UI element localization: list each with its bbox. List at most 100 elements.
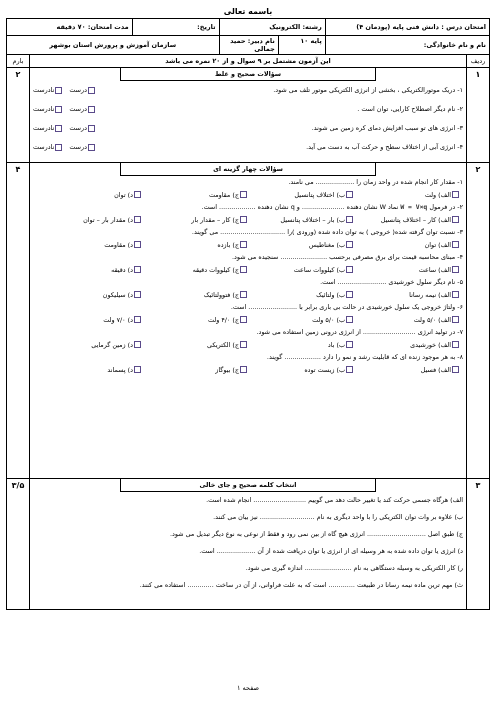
mc-question: ۳- نسبت توان گرفته شده( خروجی ) به توان … — [191, 228, 463, 236]
section-true-false: ۱ سؤالات صحیح و غلط ۱- دریک موتورالکتریک… — [6, 68, 490, 163]
mc-options: الف) ولت ب) اختلاف پتانسیل ج) مقاومت د) … — [30, 189, 466, 202]
page-number: صفحه ۱ — [236, 684, 260, 692]
section-score: ۴ — [7, 163, 30, 478]
section-score: ۲ — [7, 68, 30, 162]
fill-blank-item: الف) هرگاه جسمی حرکت کند یا تغییر حالت د… — [206, 496, 463, 504]
mc-question: ۶- ولتاژ خروجی یک سلول خورشیدی در حالت ب… — [230, 303, 463, 311]
checkbox-false[interactable] — [55, 124, 63, 132]
mc-options: الف) نیمه رسانا ب) ولتائیک ج) فتوولتائیک… — [30, 289, 466, 302]
student-name-label: نام و نام خانوادگی: — [324, 35, 491, 55]
option-checkbox[interactable] — [240, 266, 247, 273]
question-text: ۲- نام دیگر اصطلاح کارایی، توان است . — [357, 105, 463, 113]
question-text: ۳- انرژی های تو سبب افزایش دمای کره زمین… — [311, 124, 463, 132]
checkbox-true[interactable] — [87, 143, 95, 151]
exam-header: امتحان درس : دانش فنی پایه (پودمان ۴) رش… — [6, 18, 491, 55]
mc-question: ۸- به هر موجود زنده ای که قابلیت رشد و ن… — [266, 353, 463, 361]
date-label: تاریخ: — [131, 18, 220, 36]
option-checkbox[interactable] — [346, 366, 353, 373]
section-title: سؤالات صحیح و غلط — [120, 68, 376, 81]
duration-label: مدت امتحان: ۷۰ دقیقه — [6, 18, 133, 36]
mc-options: الف) فسیل ب) زیست توده ج) بیوگاز د) پسما… — [30, 364, 466, 377]
tf-choices: درست نادرست — [33, 119, 96, 138]
option-checkbox[interactable] — [452, 216, 459, 223]
row-column-label: ردیف — [466, 55, 489, 67]
option-checkbox[interactable] — [346, 341, 353, 348]
option-checkbox[interactable] — [452, 291, 459, 298]
option-checkbox[interactable] — [240, 216, 247, 223]
option-checkbox[interactable] — [240, 241, 247, 248]
option-checkbox[interactable] — [452, 191, 459, 198]
option-checkbox[interactable] — [134, 291, 141, 298]
mc-options: الف) ۵/۰ ولت ب) ۵/۰ ولت ج) ۴/۰ ولت د) ۷/… — [30, 314, 466, 327]
option-checkbox[interactable] — [240, 316, 247, 323]
checkbox-false[interactable] — [55, 143, 63, 151]
checkbox-true[interactable] — [87, 86, 95, 94]
checkbox-true[interactable] — [87, 124, 95, 132]
section-number: ۲ — [466, 163, 489, 478]
tf-choices: درست نادرست — [33, 81, 96, 100]
option-checkbox[interactable] — [134, 366, 141, 373]
checkbox-true[interactable] — [87, 105, 95, 113]
option-checkbox[interactable] — [452, 366, 459, 373]
option-checkbox[interactable] — [134, 341, 141, 348]
mc-question: ۱- مقدار کار انجام شده در واحد زمان را .… — [288, 178, 463, 186]
tf-question: ۳- انرژی های تو سبب افزایش دمای کره زمین… — [30, 119, 466, 138]
grade-label: پایه ۱۰ — [277, 36, 325, 54]
teacher-label: نام دبیر: حمید جمالی — [230, 37, 275, 53]
option-checkbox[interactable] — [240, 366, 247, 373]
option-checkbox[interactable] — [346, 191, 353, 198]
option-checkbox[interactable] — [452, 341, 459, 348]
option-checkbox[interactable] — [346, 216, 353, 223]
fill-blank-item: ب) علاوه بر وات توان الکتریکی را با واحد… — [213, 513, 463, 521]
exam-title: امتحان درس : دانش فنی پایه (پودمان ۴) — [324, 18, 491, 36]
fill-blank-item: ث) مهم ترین ماده نیمه رسانا در طبیعت ...… — [139, 581, 463, 589]
bismillah: باسمه تعالی — [223, 7, 273, 16]
option-checkbox[interactable] — [134, 316, 141, 323]
option-checkbox[interactable] — [346, 316, 353, 323]
mc-question: ۴- مبنای محاسبه قیمت برای برق مصرفی برحس… — [232, 253, 463, 261]
tf-question: ۲- نام دیگر اصطلاح کارایی، توان است . در… — [30, 100, 466, 119]
mc-question: ۲- در فرمول W = V×q نماد W نشان دهنده ..… — [201, 203, 463, 211]
option-checkbox[interactable] — [452, 316, 459, 323]
formula: W = V×q — [400, 203, 428, 211]
tf-choices: درست نادرست — [33, 138, 96, 157]
option-checkbox[interactable] — [452, 241, 459, 248]
score-column-label: بارم — [7, 55, 30, 67]
mc-options: الف) کار – اختلاف پتانسیل ب) بار – اختلا… — [30, 214, 466, 227]
section-score: ۳/۵ — [7, 479, 30, 609]
mc-question: ۷- در تولید انرژی ......................… — [256, 328, 464, 336]
question-text: ۱- دریک موتورالکتریکی ، بخشی از انرژی ال… — [273, 86, 463, 94]
option-checkbox[interactable] — [134, 241, 141, 248]
option-checkbox[interactable] — [452, 266, 459, 273]
section-fill-blanks: ۳ انتخاب کلمه صحیح و جای خالی الف) هرگاه… — [6, 479, 490, 610]
instructions-row: ردیف این آزمون مشتمل بر ۹ سوال و از ۲۰ ن… — [6, 55, 490, 68]
instructions-text: این آزمون مشتمل بر ۹ سوال و از ۲۰ نمره م… — [165, 57, 331, 65]
option-checkbox[interactable] — [346, 266, 353, 273]
tf-question: ۴- انرژی آبی از اختلاف سطح و حرکت آب به … — [30, 138, 466, 157]
section-title: سؤالات چهار گزینه ای — [120, 163, 376, 176]
option-checkbox[interactable] — [240, 341, 247, 348]
mc-options: الف) توان ب) مغناطیس ج) بازده د) مقاومت — [30, 239, 466, 252]
option-checkbox[interactable] — [240, 291, 247, 298]
mc-options: الف) ساعت ب) کیلووات ساعت ج) کیلووات دقی… — [30, 264, 466, 277]
option-checkbox[interactable] — [346, 241, 353, 248]
option-checkbox[interactable] — [134, 191, 141, 198]
option-checkbox[interactable] — [240, 191, 247, 198]
option-checkbox[interactable] — [134, 266, 141, 273]
exam-page: باسمه تعالی امتحان درس : دانش فنی پایه (… — [6, 6, 491, 610]
fill-blank-item: د) انرژی یا توان داده شده به هر وسیله ای… — [199, 547, 463, 555]
checkbox-false[interactable] — [55, 105, 63, 113]
option-checkbox[interactable] — [346, 291, 353, 298]
field-label: رشته: الکترونیک — [218, 18, 326, 36]
fill-blank-item: ر) کار الکتریکی به وسیله دستگاهی به نام … — [245, 564, 463, 572]
mc-question: ۵- نام دیگر سلول خورشیدی ...............… — [320, 278, 463, 286]
fill-blank-item: ج) طبق اصل .............................… — [170, 530, 463, 538]
section-title: انتخاب کلمه صحیح و جای خالی — [120, 479, 376, 492]
option-checkbox[interactable] — [134, 216, 141, 223]
checkbox-false[interactable] — [55, 86, 63, 94]
mc-options: الف) خورشیدی ب) باد ج) الکتریکی د) زمین … — [30, 339, 466, 352]
organization-label: سازمان آموزش و پرورش استان بوشهر — [6, 35, 220, 55]
section-number: ۱ — [466, 68, 489, 162]
section-multiple-choice: ۲ سؤالات چهار گزینه ای ۱- مقدار کار انجا… — [6, 163, 490, 479]
section-number: ۳ — [466, 479, 489, 609]
